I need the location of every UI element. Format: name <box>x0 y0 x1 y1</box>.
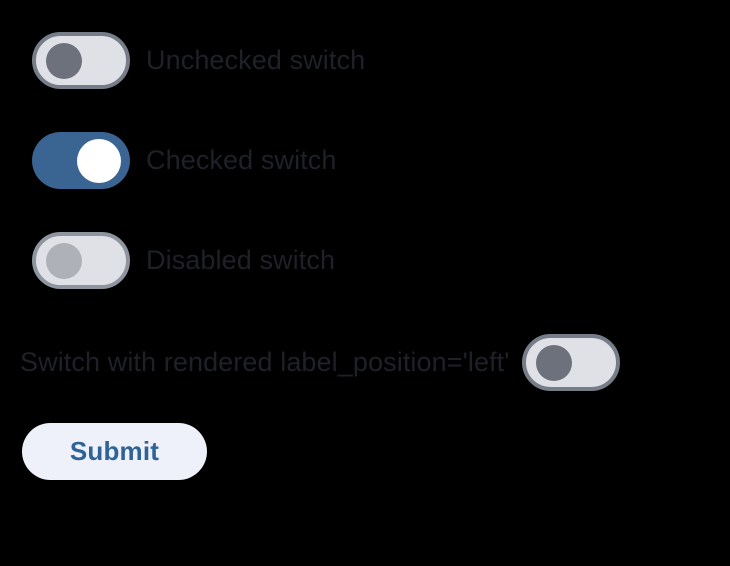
checked-switch-toggle[interactable] <box>32 132 130 189</box>
switch-row-checked: Checked switch <box>32 132 336 189</box>
disabled-switch-label: Disabled switch <box>146 245 336 275</box>
disabled-switch-toggle <box>32 232 130 289</box>
unchecked-switch-toggle[interactable] <box>32 32 130 89</box>
submit-button[interactable]: Submit <box>22 423 207 480</box>
switch-row-unchecked: Unchecked switch <box>32 32 365 89</box>
switch-thumb-icon <box>535 344 572 381</box>
switch-row-disabled: Disabled switch <box>32 232 335 289</box>
checked-switch-label: Checked switch <box>146 145 337 175</box>
switch-thumb-icon <box>77 138 121 183</box>
label-left-switch-toggle[interactable] <box>521 334 620 391</box>
switch-thumb-icon <box>46 42 82 79</box>
switch-row-label-left: Switch with rendered label_position='lef… <box>20 334 620 391</box>
label-left-switch-label: Switch with rendered label_position='lef… <box>20 347 510 377</box>
unchecked-switch-label: Unchecked switch <box>146 45 366 75</box>
switch-thumb-icon <box>46 242 82 279</box>
